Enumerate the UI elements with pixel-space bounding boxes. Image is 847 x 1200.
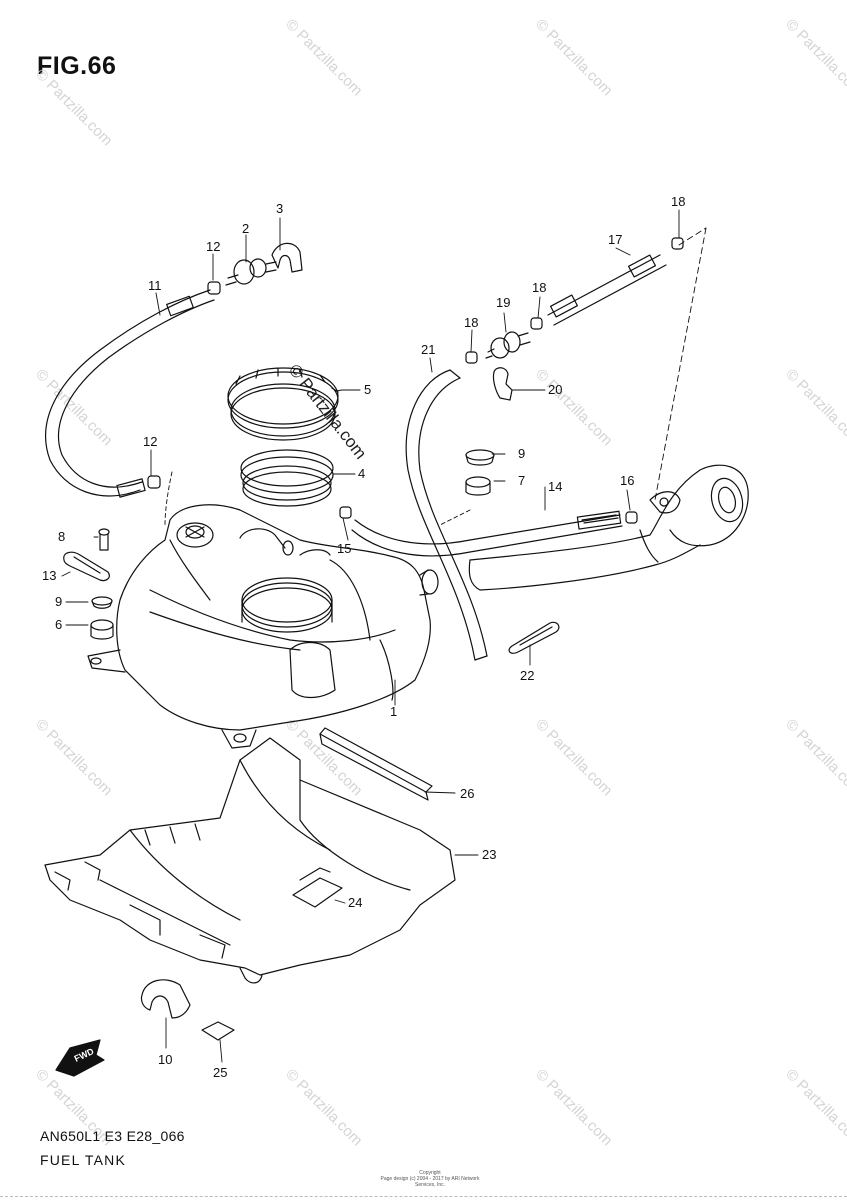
copyright-line-2: Page design (c) 2004 - 2017 by ARI Netwo… bbox=[380, 1176, 480, 1188]
strap-22 bbox=[508, 621, 560, 654]
copyright-line-1: Copyright bbox=[419, 1170, 441, 1176]
callout-4: 4 bbox=[358, 466, 365, 481]
pad-25 bbox=[201, 1021, 235, 1041]
watermark: © Partzilla.com bbox=[282, 716, 365, 799]
diagram-caption: FUEL TANK bbox=[40, 1152, 127, 1168]
gasket bbox=[240, 449, 334, 507]
fuel-tank bbox=[87, 504, 439, 749]
clamps-15-16 bbox=[339, 506, 638, 524]
callout-12-upper: 12 bbox=[206, 239, 220, 254]
lower-cover bbox=[44, 737, 456, 984]
callout-18-left: 18 bbox=[464, 315, 478, 330]
callout-22: 22 bbox=[520, 668, 534, 683]
cut-line bbox=[0, 1196, 847, 1197]
callout-13: 13 bbox=[42, 568, 56, 583]
forward-arrow: FWD bbox=[55, 1039, 105, 1077]
callout-6: 6 bbox=[55, 617, 62, 632]
callout-9-upper: 9 bbox=[518, 446, 525, 461]
callout-25: 25 bbox=[213, 1065, 227, 1080]
watermark: © Partzilla.com bbox=[32, 66, 115, 149]
callout-21: 21 bbox=[421, 342, 435, 357]
strip-26 bbox=[319, 727, 433, 801]
bracket-20 bbox=[492, 367, 513, 401]
callout-1: 1 bbox=[390, 704, 397, 719]
callout-12-lower: 12 bbox=[143, 434, 157, 449]
leader-lines bbox=[61, 209, 707, 1063]
callout-18-top: 18 bbox=[671, 194, 685, 209]
damper-10 bbox=[140, 979, 191, 1019]
drain-hose bbox=[45, 289, 215, 498]
breather-hose bbox=[405, 369, 488, 661]
bolt bbox=[98, 528, 110, 551]
watermark: © Partzilla.com bbox=[282, 16, 365, 99]
callout-10: 10 bbox=[158, 1052, 172, 1067]
watermark: © Partzilla.com bbox=[282, 1066, 365, 1149]
watermark: © Partzilla.com bbox=[782, 1066, 847, 1149]
watermark: © Partzilla.com bbox=[32, 716, 115, 799]
callout-3: 3 bbox=[276, 201, 283, 216]
callout-15: 15 bbox=[337, 541, 351, 556]
lock-ring bbox=[227, 367, 339, 441]
clamp-12 bbox=[147, 281, 221, 489]
callout-2: 2 bbox=[242, 221, 249, 236]
watermark: © Partzilla.com bbox=[782, 366, 847, 449]
watermark: © Partzilla.com bbox=[532, 716, 615, 799]
check-valve bbox=[485, 331, 531, 359]
callout-26: 26 bbox=[460, 786, 474, 801]
clip-3 bbox=[271, 242, 303, 273]
callout-23: 23 bbox=[482, 847, 496, 862]
callout-9-lower: 9 bbox=[55, 594, 62, 609]
fuel-valve bbox=[225, 258, 277, 286]
callout-20: 20 bbox=[548, 382, 562, 397]
vent-hose bbox=[351, 510, 623, 557]
pad-24 bbox=[292, 867, 343, 908]
watermark: © Partzilla.com bbox=[532, 1066, 615, 1149]
callout-8: 8 bbox=[58, 529, 65, 544]
callout-17: 17 bbox=[608, 232, 622, 247]
callout-labels: 1 2 3 4 5 6 7 8 9 9 10 11 12 12 13 14 15… bbox=[42, 194, 685, 1080]
callout-5: 5 bbox=[364, 382, 371, 397]
callout-16: 16 bbox=[620, 473, 634, 488]
strap-13 bbox=[63, 551, 110, 582]
watermark: © Partzilla.com bbox=[782, 16, 847, 99]
callout-14: 14 bbox=[548, 479, 562, 494]
figure-title: FIG.66 bbox=[37, 52, 117, 80]
model-code: AN650L1 E3 E28_066 bbox=[40, 1128, 185, 1144]
clamps-18 bbox=[465, 237, 684, 364]
cushion-parts bbox=[90, 449, 495, 640]
watermark: © Partzilla.com bbox=[532, 366, 615, 449]
copyright-notice: Copyright Page design (c) 2004 - 2017 by… bbox=[370, 1170, 490, 1188]
filler-neck bbox=[468, 464, 749, 591]
overflow-hose bbox=[547, 254, 667, 326]
callout-19: 19 bbox=[496, 295, 510, 310]
callout-11: 11 bbox=[148, 278, 162, 293]
watermark-layer: © Partzilla.com © Partzilla.com © Partzi… bbox=[32, 16, 847, 1149]
watermark: © Partzilla.com bbox=[532, 16, 615, 99]
callout-24: 24 bbox=[348, 895, 362, 910]
callout-7: 7 bbox=[518, 473, 525, 488]
watermark: © Partzilla.com bbox=[782, 716, 847, 799]
watermark: © Partzilla.com bbox=[32, 366, 115, 449]
callout-18-mid: 18 bbox=[532, 280, 546, 295]
